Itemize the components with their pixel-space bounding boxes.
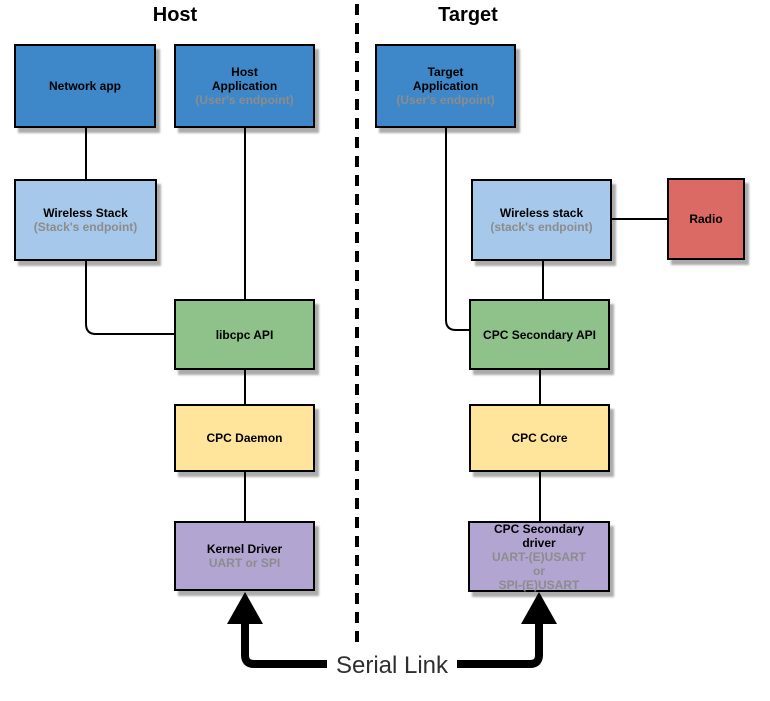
node-kernel-driver: Kernel Driver UART or SPI bbox=[174, 521, 315, 591]
node-radio: Radio bbox=[667, 178, 745, 260]
node-label: CPC Secondary API bbox=[483, 327, 596, 342]
node-sublabel: UART or SPI bbox=[208, 556, 281, 570]
node-libcpc-api: libcpc API bbox=[174, 299, 315, 370]
node-host-application: Host Application (User's endpoint) bbox=[174, 44, 315, 128]
node-sublabel: (Stack's endpoint) bbox=[33, 220, 138, 234]
serial-link-right-segment bbox=[457, 618, 543, 668]
node-label: Wireless stack bbox=[499, 206, 584, 220]
node-wireless-stack-host: Wireless Stack (Stack's endpoint) bbox=[14, 179, 157, 261]
node-label: Kernel Driver bbox=[206, 542, 283, 556]
serial-link-left-segment bbox=[241, 618, 327, 668]
connector-target-application-to-cpc-secondary-api bbox=[445, 128, 469, 331]
connector-wireless-stack-to-libcpc-api bbox=[85, 261, 174, 335]
node-label: Network app bbox=[48, 79, 121, 93]
serial-link-label: Serial Link bbox=[332, 652, 452, 680]
node-sublabel: (User's endpoint) bbox=[195, 93, 294, 107]
target-column-title: Target bbox=[438, 4, 498, 26]
serial-link-arrowhead-right bbox=[521, 592, 557, 624]
node-sublabel: (stack's endpoint) bbox=[490, 220, 593, 234]
serial-link-arrowhead-left bbox=[227, 592, 263, 624]
node-target-application: Target Application (User's endpoint) bbox=[375, 44, 516, 128]
node-label: libcpc API bbox=[215, 327, 274, 342]
node-cpc-daemon: CPC Daemon bbox=[174, 404, 315, 472]
node-cpc-core: CPC Core bbox=[469, 404, 610, 472]
node-network-app: Network app bbox=[14, 44, 156, 128]
node-label: CPC Core bbox=[511, 431, 568, 445]
node-cpc-secondary-driver: CPC Secondary driver UART-(E)USART or SP… bbox=[468, 521, 610, 592]
node-label: Target Application bbox=[412, 65, 479, 93]
host-column-title: Host bbox=[152, 4, 198, 26]
node-label: Wireless Stack bbox=[43, 206, 128, 220]
node-sublabel: UART-(E)USART or SPI-(E)USART bbox=[492, 549, 586, 592]
node-sublabel: (User's endpoint) bbox=[396, 93, 495, 107]
node-label: CPC Daemon bbox=[206, 431, 283, 445]
node-wireless-stack-target: Wireless stack (stack's endpoint) bbox=[471, 179, 612, 261]
node-cpc-secondary-api: CPC Secondary API bbox=[469, 299, 610, 370]
node-label: Radio bbox=[689, 212, 723, 226]
node-label: Host Application bbox=[211, 65, 278, 93]
node-label: CPC Secondary driver bbox=[493, 521, 585, 550]
